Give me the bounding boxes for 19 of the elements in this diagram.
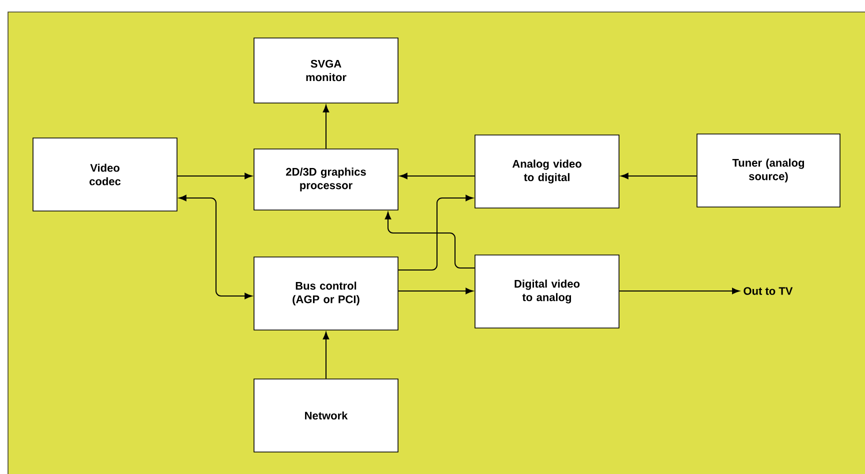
arrow <box>400 172 476 180</box>
arrow <box>322 104 330 150</box>
arrow <box>178 194 252 300</box>
process-box: Bus control (AGP or PCI) <box>254 256 398 330</box>
process-box: Video codec <box>32 138 178 212</box>
process-box: Analog video to digital <box>474 134 620 208</box>
arrow <box>398 194 474 270</box>
arrow <box>384 212 476 268</box>
output-label: Out to TV <box>744 287 793 295</box>
process-box: 2D/3D graphics processor <box>254 148 398 210</box>
process-box: Network <box>254 378 398 452</box>
process-box: Tuner (analog source) <box>696 134 840 208</box>
arrow <box>620 172 698 180</box>
process-box: Digital video to analog <box>474 254 620 328</box>
arrow <box>398 288 474 294</box>
arrow <box>176 172 252 180</box>
arrow <box>618 288 740 294</box>
arrow <box>322 332 330 380</box>
monitor-box: SVGA monitor <box>254 38 398 104</box>
